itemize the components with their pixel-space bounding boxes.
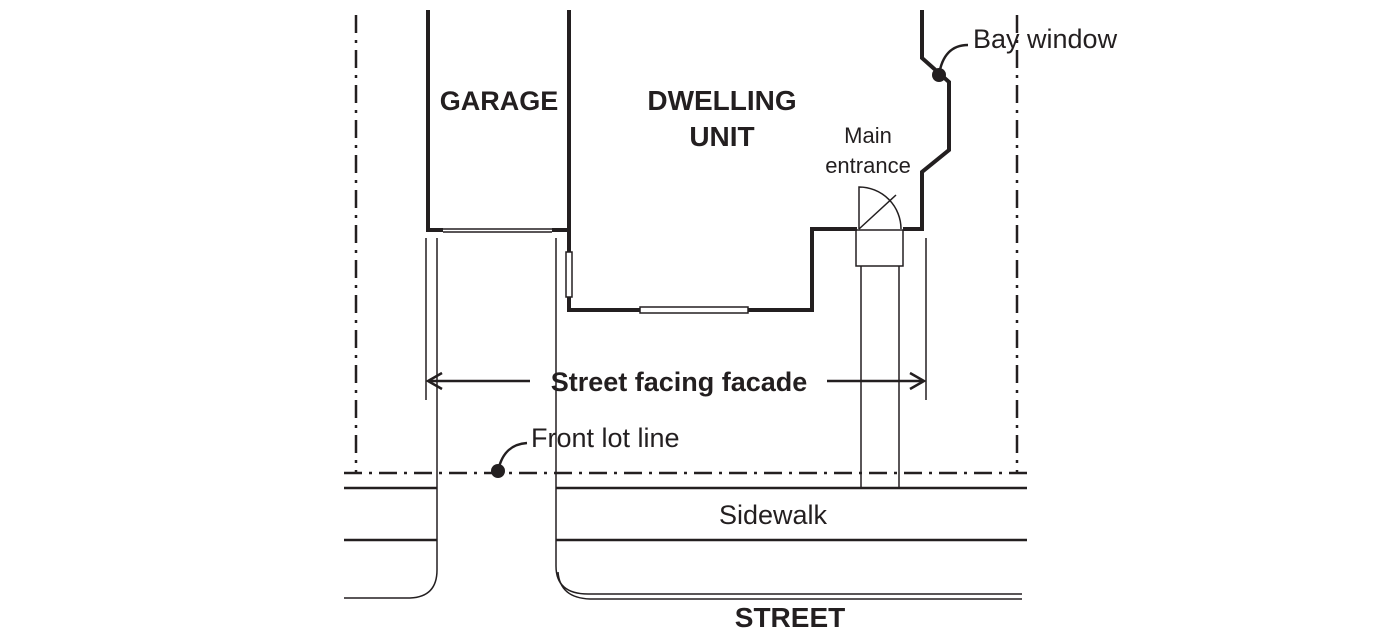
bay-window-leader — [932, 43, 969, 82]
main-entrance-label-line2: entrance — [825, 153, 911, 178]
dwelling-label-line1: DWELLING — [647, 85, 796, 116]
facade-dimension-arrow — [425, 371, 927, 391]
entrance-walkway — [860, 266, 900, 488]
street-label: STREET — [735, 602, 845, 633]
driveway — [344, 238, 1022, 600]
sidewalk-label: Sidewalk — [719, 500, 828, 530]
front-lot-line-leader — [491, 441, 528, 478]
garage-door — [443, 228, 552, 233]
dwelling-label-line2: UNIT — [689, 121, 754, 152]
side-window — [565, 251, 573, 298]
entrance-door — [855, 186, 904, 267]
facade-extension-lines — [425, 238, 927, 400]
street-facing-facade-label: Street facing facade — [551, 367, 808, 397]
front-window — [639, 306, 749, 314]
front-lot-line-label: Front lot line — [531, 423, 680, 453]
garage-walls — [426, 10, 571, 312]
garage-label: GARAGE — [440, 86, 559, 116]
main-entrance-label-line1: Main — [844, 123, 892, 148]
bay-window-label: Bay window — [973, 24, 1118, 54]
sidewalk-lines — [344, 486, 1027, 542]
